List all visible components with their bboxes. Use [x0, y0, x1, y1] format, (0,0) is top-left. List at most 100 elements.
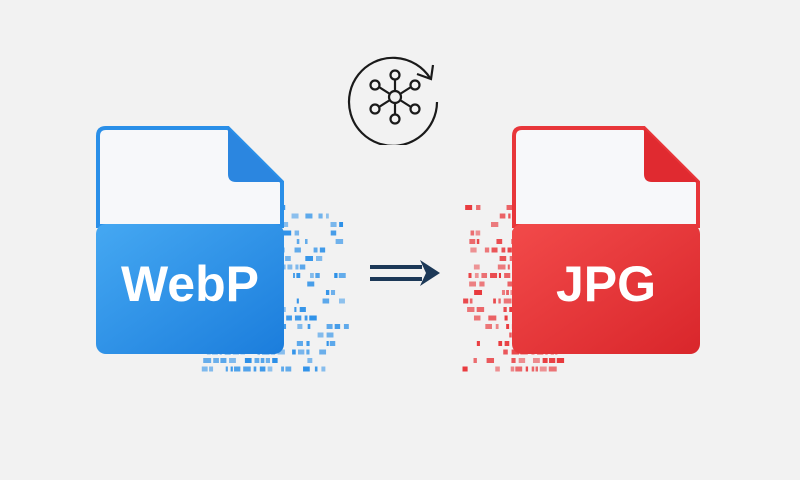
data-bit	[305, 239, 308, 244]
data-bit	[486, 358, 495, 363]
data-bit	[474, 273, 479, 278]
data-bit	[476, 307, 485, 312]
data-bit	[294, 307, 297, 312]
data-bit	[503, 349, 508, 355]
data-bit	[318, 213, 323, 219]
data-bit	[334, 273, 338, 278]
data-bit	[499, 256, 507, 261]
data-bit	[329, 341, 336, 346]
data-bit	[326, 341, 329, 346]
data-bit	[335, 239, 344, 244]
data-bit	[501, 290, 505, 295]
data-bit	[462, 366, 468, 372]
data-bit	[229, 358, 236, 363]
data-bit	[506, 290, 509, 295]
data-bit	[509, 332, 512, 338]
data-bit	[330, 222, 337, 227]
data-bit	[518, 358, 526, 363]
data-bit	[498, 298, 501, 304]
data-bit	[297, 349, 305, 355]
data-bit	[490, 222, 499, 227]
data-bit	[296, 273, 301, 278]
data-bit	[244, 358, 252, 363]
data-bit	[259, 366, 266, 372]
data-bit	[491, 247, 498, 253]
data-bit	[306, 341, 310, 346]
data-bit	[285, 256, 291, 261]
jpg-file: JPG	[512, 126, 700, 354]
data-bit	[296, 298, 299, 304]
data-bit	[507, 247, 512, 253]
data-bit	[293, 273, 296, 278]
data-bit	[532, 358, 540, 363]
data-bit	[549, 358, 556, 363]
data-bit	[319, 349, 327, 355]
data-bit	[305, 256, 314, 261]
data-bit	[499, 213, 506, 219]
data-bit	[307, 358, 313, 363]
data-bit	[294, 315, 302, 321]
data-bit	[510, 366, 515, 372]
data-bit	[314, 366, 318, 372]
data-bit	[291, 213, 299, 219]
data-bit	[305, 213, 313, 219]
data-bit	[488, 315, 497, 321]
data-bit	[511, 358, 516, 363]
data-bit	[285, 366, 292, 372]
data-bit	[322, 298, 330, 304]
data-bit	[297, 324, 303, 329]
data-bit	[317, 332, 324, 338]
data-bit	[225, 366, 228, 372]
data-bit	[507, 264, 510, 270]
data-bit	[473, 358, 477, 363]
data-bit	[504, 341, 510, 346]
data-bit	[334, 324, 341, 329]
data-bit	[316, 256, 323, 261]
data-bit	[511, 349, 520, 355]
data-bit	[296, 239, 300, 244]
data-bit	[495, 324, 499, 329]
data-bit	[469, 239, 476, 244]
data-bit	[479, 281, 485, 287]
data-bit	[343, 324, 349, 329]
data-bit	[286, 315, 292, 321]
data-bit	[470, 230, 475, 236]
file-icon	[96, 126, 284, 354]
data-bit	[542, 358, 548, 363]
data-bit	[315, 273, 320, 278]
data-bit	[531, 366, 535, 372]
data-bit	[535, 366, 538, 372]
data-bit	[506, 324, 510, 329]
data-bit	[283, 230, 292, 236]
data-bit	[281, 366, 284, 372]
data-bit	[508, 213, 511, 219]
data-bit	[230, 366, 233, 372]
data-bit	[501, 247, 506, 253]
data-bit	[292, 349, 296, 355]
data-bit	[476, 239, 480, 244]
data-bit	[493, 298, 496, 304]
data-bit	[495, 366, 500, 372]
data-bit	[282, 264, 286, 270]
data-bit	[307, 281, 315, 287]
data-bit	[498, 273, 502, 278]
data-bit	[299, 264, 306, 270]
data-bit	[294, 247, 301, 253]
data-bit	[463, 298, 469, 304]
data-bit	[253, 366, 257, 372]
data-bit	[503, 298, 512, 304]
data-bit	[294, 230, 300, 236]
data-bit	[277, 349, 285, 355]
data-bit	[504, 315, 508, 321]
data-bit	[473, 264, 480, 270]
data-bit	[326, 324, 333, 329]
data-bit	[309, 315, 317, 321]
data-bit	[304, 315, 308, 321]
source-format-label: WebP	[121, 256, 259, 312]
data-bit	[473, 315, 481, 321]
data-bit	[260, 358, 265, 363]
data-bit	[267, 366, 273, 372]
data-bit	[220, 358, 227, 363]
data-bit	[469, 281, 477, 287]
data-bit	[476, 205, 481, 210]
